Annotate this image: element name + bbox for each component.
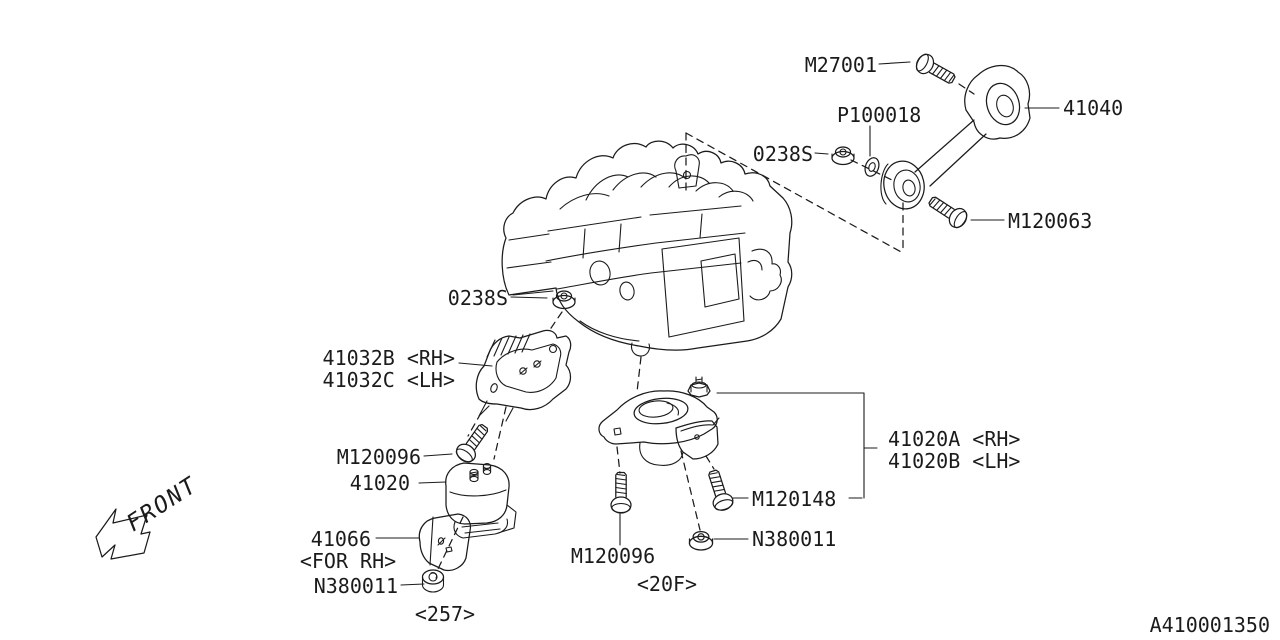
part-label-m120148: M120148 [752,487,836,511]
pitching-stopper-41040 [880,65,1031,210]
part-label-0238s-top: 0238S [753,142,813,166]
front-mount-41020a [598,376,720,466]
nut-n380011-left [421,569,445,593]
nut-0238s-mid [552,290,576,310]
mount-cushion-41020 [445,462,517,539]
nut-0238s-top [831,146,855,166]
part-label-41020b: 41020B <LH> [888,449,1020,473]
heat-shield-41066 [418,513,472,572]
part-label-p100018: P100018 [837,103,921,127]
part-label-41032c: 41032C <LH> [323,368,455,392]
part-label-0238s-mid: 0238S [448,286,508,310]
part-label-m120063: M120063 [1008,209,1092,233]
part-label-41020: 41020 [350,471,410,495]
engine-block-art [501,140,793,357]
part-label-m27001: M27001 [805,53,877,77]
bolt-m27001 [912,50,959,90]
part-label-m120096-bottom: M120096 [571,544,655,568]
front-direction-arrow [95,508,151,560]
nut-n380011-bottom [688,530,714,551]
bolt-m120148 [702,467,736,514]
part-label-41066: 41066 [311,527,371,551]
assembly-dashed-lines [436,83,975,572]
part-label-n380011-bottom: N380011 [752,527,836,551]
part-label-41032b: 41032B <RH> [323,346,455,370]
part-label-41040: 41040 [1063,96,1123,120]
labels: M27001 P100018 0238S 41040 M120063 0238S… [122,53,1270,637]
part-label-41020a: 41020A <RH> [888,427,1020,451]
bolt-m120096-bottom [610,471,632,514]
part-note-257: <257> [415,602,475,626]
front-label: FRONT [122,472,203,537]
leader-lines [375,61,1060,586]
part-note-20f: <20F> [637,572,697,596]
washer-p100018 [864,157,880,177]
diagram-id: A410001350 [1150,613,1270,637]
part-note-for-rh: <FOR RH> [300,549,396,573]
part-label-m120096-left: M120096 [337,445,421,469]
part-label-n380011-left: N380011 [314,574,398,598]
bracket-41032 [475,329,572,422]
bolt-m120063 [924,191,971,232]
